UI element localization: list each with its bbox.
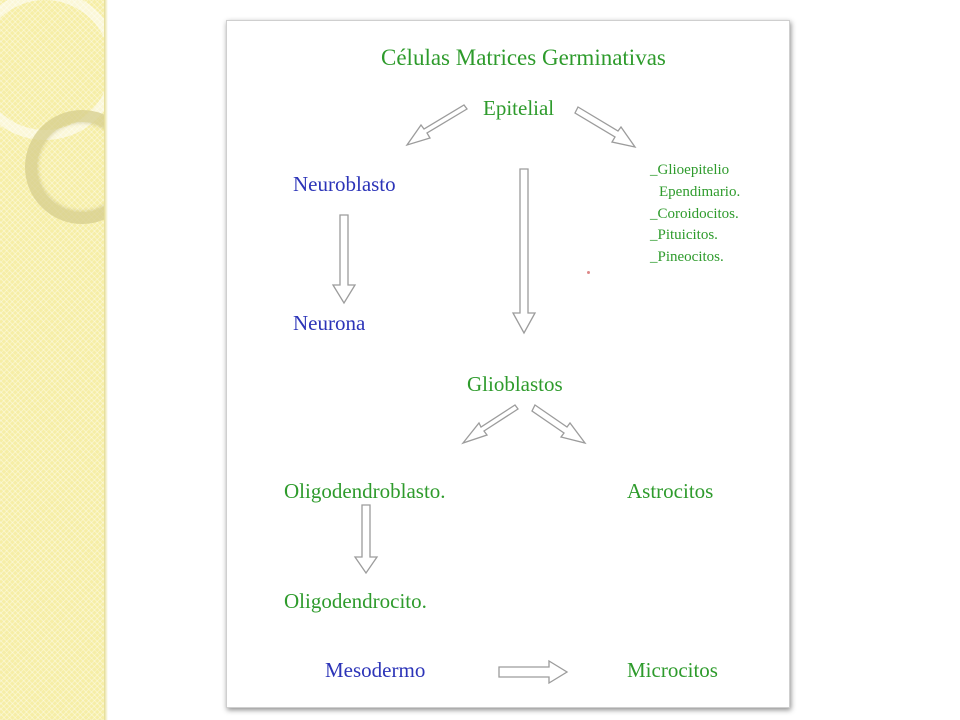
diagram-title: Células Matrices Germinativas	[381, 45, 666, 70]
node-microcitos: Microcitos	[627, 658, 718, 682]
arrow-epitelial-to-list	[574, 106, 637, 148]
list-item: _Pineocitos.	[650, 249, 724, 265]
list-item: Ependimario.	[659, 184, 741, 200]
node-neurona: Neurona	[293, 311, 366, 335]
node-oligodendrocito: Oligodendrocito.	[284, 589, 427, 613]
arrow-epitelial-to-glioblastos	[511, 168, 537, 335]
sidebar-edge	[104, 0, 108, 720]
node-epitelial: Epitelial	[483, 96, 555, 120]
node-mesodermo: Mesodermo	[325, 658, 426, 682]
node-glioblastos: Glioblastos	[467, 372, 563, 396]
list-item: _Glioepitelio	[650, 162, 730, 178]
arrow-glioblastos-to-oligodendroblasto	[461, 404, 519, 445]
arrow-mesodermo-to-microcitos	[498, 659, 569, 685]
arrow-epitelial-to-neuroblasto	[405, 104, 468, 147]
list-item: _Coroidocitos.	[650, 206, 739, 222]
node-astrocitos: Astrocitos	[627, 479, 714, 503]
node-oligodendroblasto: Oligodendroblasto.	[284, 479, 446, 503]
diagram-image: Células Matrices Germinativas Epitelial …	[226, 20, 790, 708]
scan-speck	[587, 271, 590, 274]
diagram-arrows	[331, 104, 637, 685]
arrow-glioblastos-to-astrocitos	[531, 404, 587, 445]
decorative-sidebar	[0, 0, 104, 720]
node-neuroblasto: Neuroblasto	[293, 172, 396, 196]
arrow-oligodendroblasto-to-oligodendrocito	[353, 504, 379, 575]
list-item: _Pituicitos.	[650, 227, 718, 243]
arrow-neuroblasto-to-neurona	[331, 214, 357, 305]
